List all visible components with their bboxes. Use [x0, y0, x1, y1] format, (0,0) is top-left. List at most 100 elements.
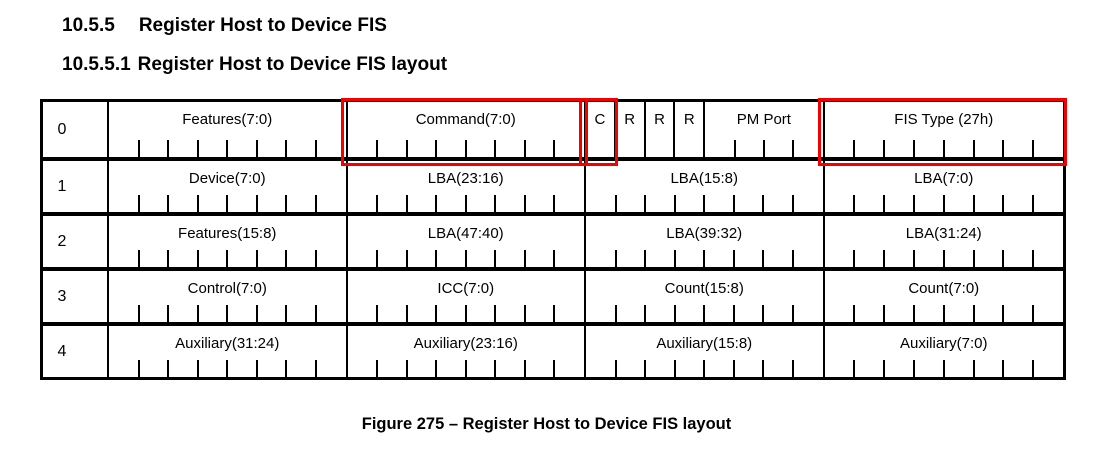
bit-tick [1032, 305, 1035, 322]
bit-tick [285, 360, 288, 377]
bit-tick [167, 360, 170, 377]
bit-tick [553, 195, 556, 212]
field-label: Count(15:8) [664, 280, 744, 297]
bit-tick [762, 250, 765, 267]
bit-tick [1002, 250, 1005, 267]
bit-tick [523, 250, 526, 267]
row-cells: Features(15:8)LBA(47:40)LBA(39:32)LBA(31… [109, 216, 1063, 267]
field-cell-auxiliary-23-16: Auxiliary(23:16) [348, 326, 586, 377]
bit-tick [376, 140, 379, 157]
field-cell-features-15-8: Features(15:8) [109, 216, 348, 267]
field-label: LBA(47:40) [427, 225, 504, 242]
bit-tick [1032, 250, 1035, 267]
section-number: 10.5.5 [62, 15, 115, 36]
bit-tick [644, 305, 647, 322]
section-title: Register Host to Device FIS [138, 15, 387, 36]
bit-tick [1002, 195, 1005, 212]
field-label: Auxiliary(23:16) [413, 335, 518, 352]
bit-tick [523, 305, 526, 322]
bit-tick [553, 305, 556, 322]
bit-tick [285, 250, 288, 267]
bit-tick [792, 140, 795, 157]
bit-tick [644, 195, 647, 212]
field-label: Features(15:8) [178, 225, 277, 242]
bit-tick [405, 140, 408, 157]
bit-tick [762, 360, 765, 377]
row-cells: Device(7:0)LBA(23:16)LBA(15:8)LBA(7:0) [109, 161, 1063, 212]
field-cell-fis-type-27h: FIS Type (27h) [817, 98, 1067, 166]
field-cell-count-15-8: Count(15:8) [586, 271, 825, 322]
bit-tick [314, 360, 317, 377]
row-number: 3 [43, 271, 109, 322]
bit-tick [523, 140, 526, 157]
field-label: R [654, 111, 665, 128]
bit-tick [1032, 195, 1035, 212]
bit-tick [553, 360, 556, 377]
bit-tick [553, 250, 556, 267]
field-cell-auxiliary-15-8: Auxiliary(15:8) [586, 326, 825, 377]
field-label: C [594, 111, 606, 128]
section-heading: 10.5.5 Register Host to Device FIS [62, 15, 387, 37]
row-cells: Control(7:0)ICC(7:0)Count(15:8)Count(7:0… [109, 271, 1063, 322]
bit-tick [791, 360, 794, 377]
bit-tick [883, 140, 886, 157]
bit-tick [376, 250, 379, 267]
bit-tick [1002, 140, 1005, 157]
row-number: 2 [43, 216, 109, 267]
field-label: Auxiliary(31:24) [175, 335, 280, 352]
bit-tick [1002, 305, 1005, 322]
bit-tick [853, 195, 856, 212]
bit-tick [405, 305, 408, 322]
field-label: LBA(31:24) [905, 225, 982, 242]
bit-tick [376, 305, 379, 322]
row-number: 0 [43, 102, 109, 157]
bit-tick [314, 140, 317, 157]
bit-tick [137, 305, 140, 322]
bit-tick [883, 360, 886, 377]
field-label: Device(7:0) [188, 170, 266, 187]
bit-tick [523, 195, 526, 212]
field-label: LBA(23:16) [427, 170, 504, 187]
bit-tick [733, 140, 736, 157]
bit-tick [1032, 360, 1035, 377]
bit-tick [762, 305, 765, 322]
field-cell-auxiliary-31-24: Auxiliary(31:24) [109, 326, 348, 377]
bit-tick [791, 250, 794, 267]
bit-tick [137, 360, 140, 377]
field-label: Features(7:0) [182, 111, 273, 128]
field-label: LBA(15:8) [670, 170, 739, 187]
bit-tick [376, 195, 379, 212]
bit-tick [167, 250, 170, 267]
subsection-number: 10.5.5.1 [62, 54, 131, 75]
field-label: FIS Type (27h) [894, 111, 994, 128]
bit-tick [285, 305, 288, 322]
field-cell-c: C [579, 98, 618, 166]
field-cell-control-7-0: Control(7:0) [109, 271, 348, 322]
bit-tick [405, 250, 408, 267]
field-label: R [683, 111, 695, 128]
bit-tick [1032, 140, 1035, 157]
bit-tick [1002, 360, 1005, 377]
bit-tick [614, 250, 617, 267]
field-cell-lba-23-16: LBA(23:16) [348, 161, 586, 212]
bit-tick [791, 195, 794, 212]
bit-tick [791, 305, 794, 322]
field-cell-auxiliary-7-0: Auxiliary(7:0) [825, 326, 1064, 377]
field-cell-r: R [675, 102, 706, 157]
bit-tick [405, 360, 408, 377]
field-cell-device-7-0: Device(7:0) [109, 161, 348, 212]
bit-tick [614, 360, 617, 377]
field-label: Auxiliary(7:0) [899, 335, 988, 352]
bit-tick [167, 305, 170, 322]
bit-tick [644, 250, 647, 267]
bit-tick [137, 140, 140, 157]
bit-tick [167, 195, 170, 212]
